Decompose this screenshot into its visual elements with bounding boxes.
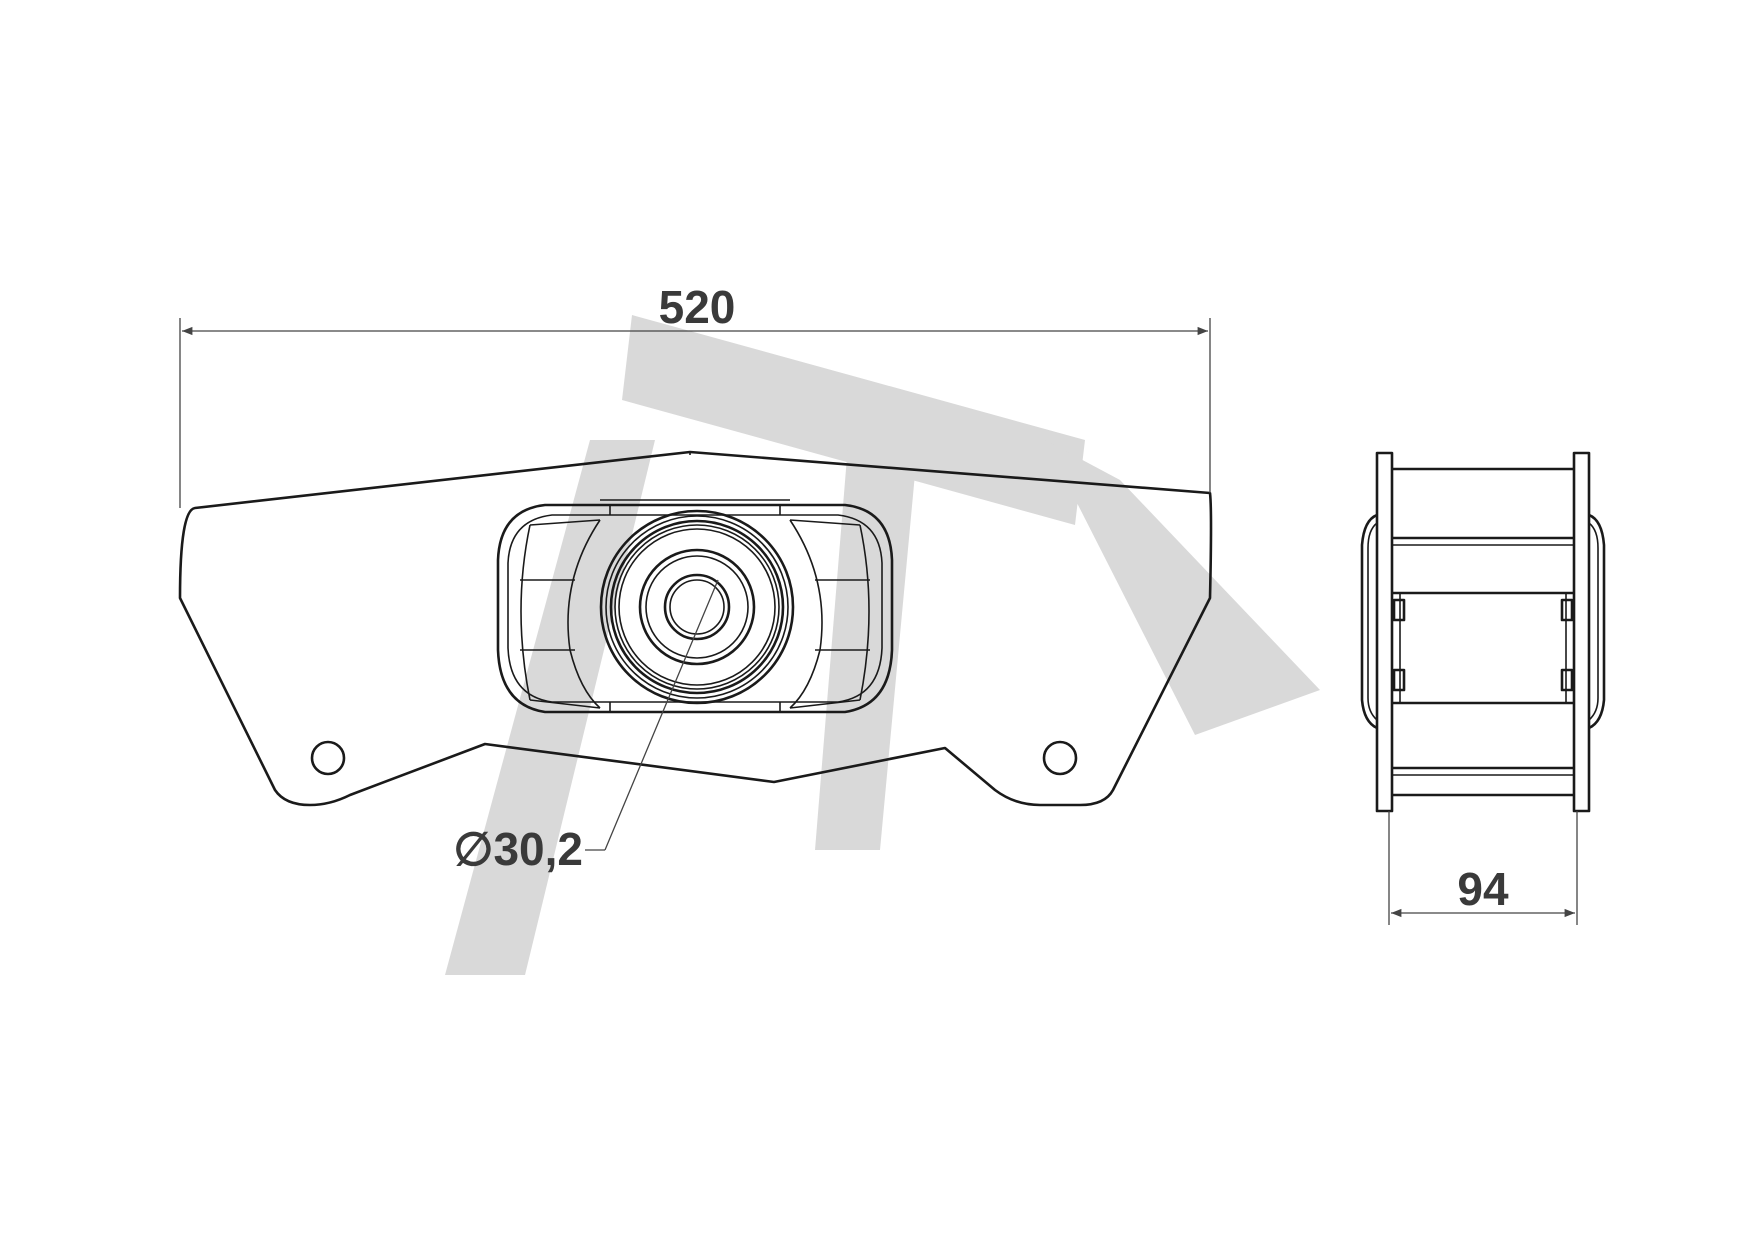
front-view: ∅30,2 520 (178, 281, 1213, 875)
bore-diameter-label: ∅30,2 (453, 823, 583, 875)
bushing-housing (496, 499, 894, 714)
overall-width-dimension: 520 (179, 281, 1211, 508)
side-plate-left (1375, 451, 1394, 813)
bracket-outline (178, 450, 1213, 807)
overall-width-label: 520 (659, 281, 736, 333)
side-view: 94 (1360, 451, 1606, 925)
watermark-logo (445, 315, 1320, 975)
bore-dimension: ∅30,2 (453, 579, 719, 875)
bushing (599, 509, 795, 705)
side-plate-right (1572, 451, 1591, 813)
mounting-hole-left (310, 740, 346, 776)
side-width-dimension: 94 (1388, 811, 1578, 925)
bore (663, 573, 731, 641)
mounting-hole-right (1042, 740, 1078, 776)
side-width-label: 94 (1457, 863, 1509, 915)
